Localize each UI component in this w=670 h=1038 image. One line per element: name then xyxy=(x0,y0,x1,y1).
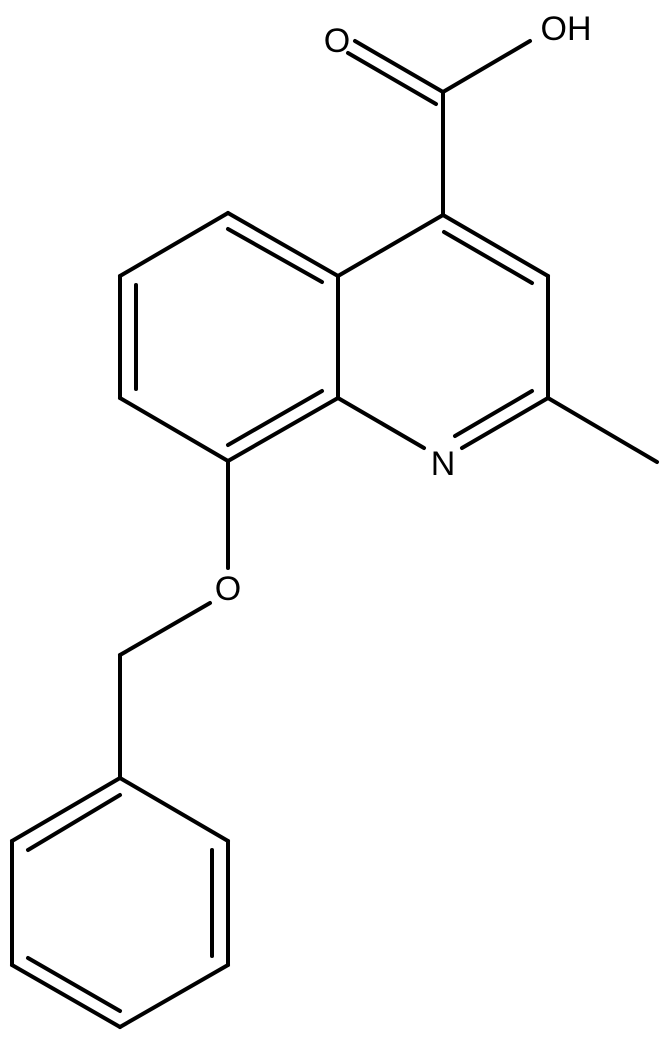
pyridine-ring xyxy=(336,213,550,450)
bond-c4a-c5 xyxy=(226,211,340,278)
bond-c8-c8a xyxy=(226,396,340,463)
atom-label-carbonyl-oxygen: O xyxy=(324,22,350,60)
bond-ph4-ph5 xyxy=(10,963,122,1029)
bond-ether-oxygen-ch2 xyxy=(118,601,212,657)
atom-label-hydroxyl: OH xyxy=(541,10,592,48)
bond-c7-c8 xyxy=(118,396,230,463)
bond-carbonyl-double-b xyxy=(346,51,438,106)
bond-c4a-c5-inner xyxy=(226,227,324,284)
bond-carboxyl-hydroxyl xyxy=(441,39,532,94)
bond-c4-c3 xyxy=(441,213,550,278)
benzo-ring xyxy=(118,211,340,463)
bond-ph4-ph5-inner xyxy=(26,956,122,1013)
bond-c5-c6 xyxy=(118,211,230,278)
bond-carbonyl-double-a xyxy=(353,39,445,94)
bond-ph6-ph1 xyxy=(10,776,122,843)
bond-c4a-c4 xyxy=(336,213,445,278)
benzyloxy-linker xyxy=(118,459,230,780)
atom-label-ring-nitrogen: N xyxy=(431,445,456,483)
bond-c8-c8a-inner xyxy=(226,389,324,447)
carboxylic-acid-group xyxy=(346,39,532,217)
bond-c2-methyl xyxy=(546,396,659,464)
bond-ph6-ph1-inner xyxy=(26,793,122,852)
phenyl-ring xyxy=(10,776,230,1029)
bond-n1-c8a xyxy=(336,396,426,450)
bond-c2-n1 xyxy=(460,396,550,450)
bond-ph3-ph4 xyxy=(118,963,230,1029)
bond-c4-c3-inner xyxy=(442,230,534,285)
bond-c2-n1-inner xyxy=(453,389,534,438)
bond-ph1-ph2 xyxy=(118,776,230,843)
atom-label-ether-oxygen: O xyxy=(215,570,241,608)
